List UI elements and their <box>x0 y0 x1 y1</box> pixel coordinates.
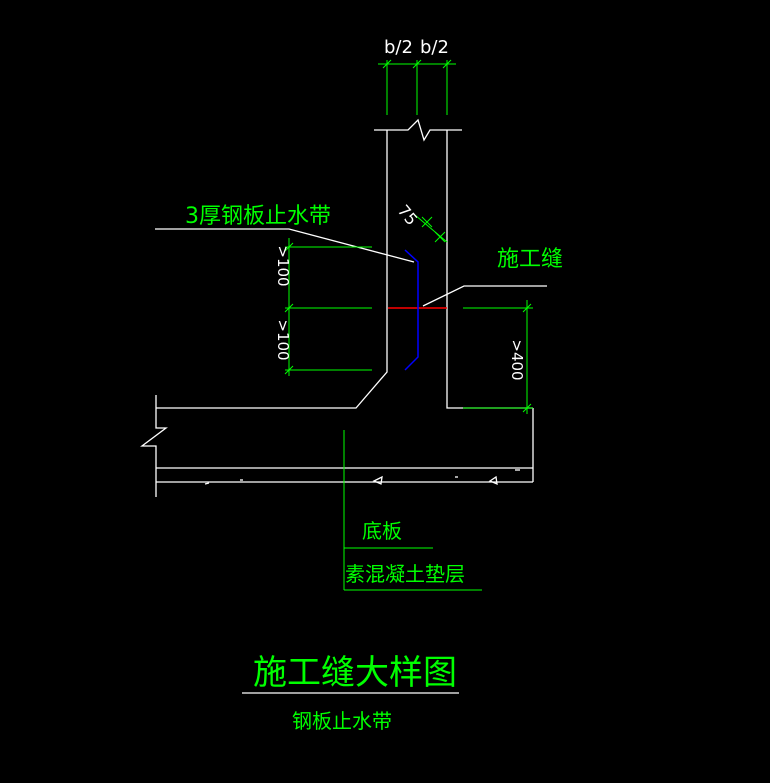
label-waterstop: 3厚钢板止水带 <box>185 204 331 229</box>
cushion-hatch-mark <box>488 475 498 486</box>
dim-lower-left: >100 <box>274 319 292 360</box>
dim-b-half-right: b/2 <box>420 37 449 58</box>
dim-right: >400 <box>508 339 526 380</box>
title-main: 施工缝大样图 <box>253 653 457 693</box>
slab-break-line <box>140 395 168 497</box>
dim-b-half-left: b/2 <box>384 37 413 58</box>
wall-break-line <box>374 118 462 142</box>
joint-leader <box>422 285 547 307</box>
steel-waterstop-plate <box>404 249 419 371</box>
cushion-hatch-tick <box>204 482 210 485</box>
waterstop-leader <box>155 228 415 263</box>
label-bottom-slab: 底板 <box>362 519 402 543</box>
dimension-lines <box>284 59 533 591</box>
label-construction-joint: 施工缝 <box>497 247 563 272</box>
title-sub: 钢板止水带 <box>292 709 392 733</box>
dim-offset-75: 75 <box>394 201 422 229</box>
label-cushion: 素混凝土垫层 <box>345 562 465 586</box>
wall-left-face <box>156 130 388 409</box>
dim-upper-left: >100 <box>274 245 292 286</box>
cushion-hatch-mark <box>372 475 383 485</box>
